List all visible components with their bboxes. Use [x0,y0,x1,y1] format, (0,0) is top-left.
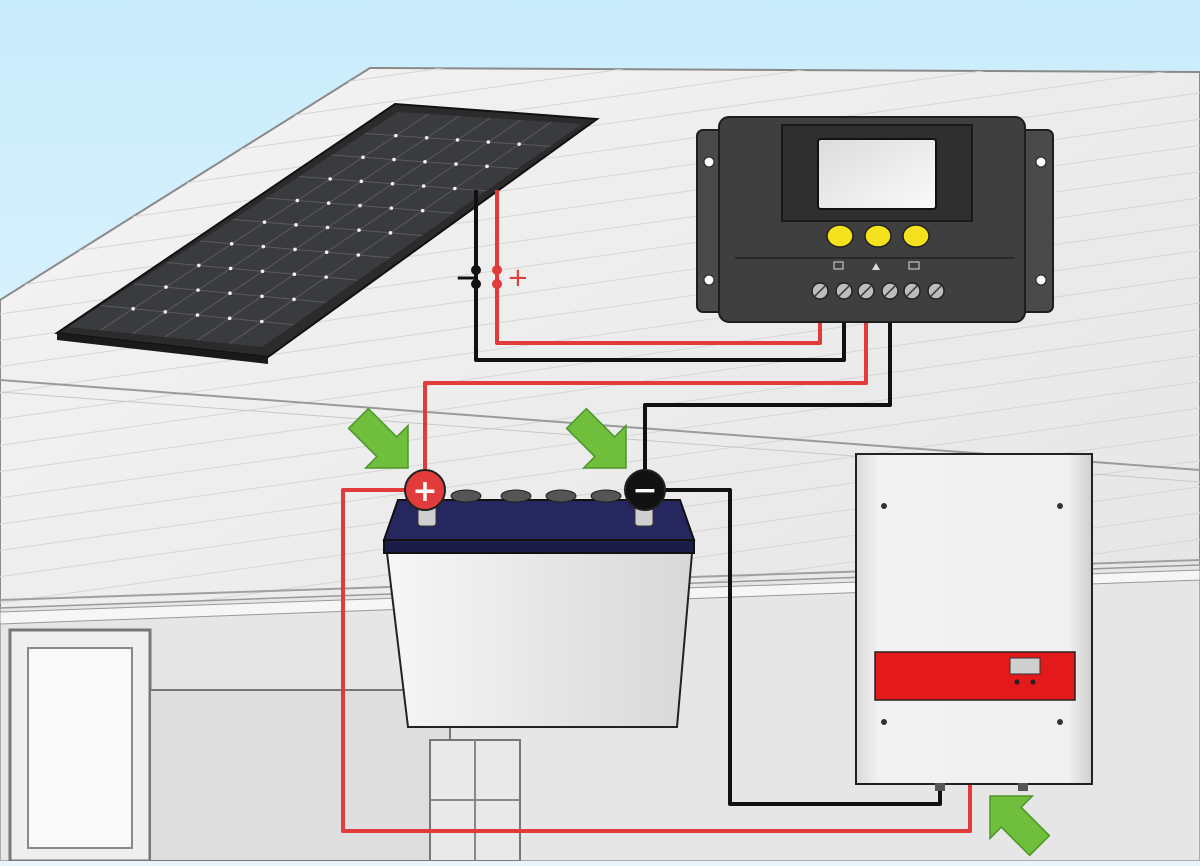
battery-positive-wire-to-controller [423,296,868,488]
charge-controller [696,116,1054,323]
battery-symbol-icon [872,263,880,270]
screw-terminal-icon[interactable] [881,282,899,300]
screw-terminal-icon[interactable] [857,282,875,300]
solar-panel [54,102,600,364]
screw-terminal-icon[interactable] [811,282,829,300]
down-right-arrow-icon [565,407,627,469]
minus-icon: − [632,473,657,508]
controller-button-left[interactable] [826,224,854,248]
battery-negative-terminal[interactable]: − [624,469,666,511]
panel-positive-label: + [507,263,529,293]
screw-terminal-icon[interactable] [903,282,921,300]
battery [382,489,696,728]
up-left-arrow-icon [989,795,1051,857]
battery-positive-terminal[interactable]: + [404,469,446,511]
controller-button-right[interactable] [902,224,930,248]
screw-terminal-icon[interactable] [835,282,853,300]
battery-negative-wire-to-controller [643,296,892,488]
panel-negative-label: − [455,263,477,293]
inverter-display [1009,657,1041,675]
controller-button-middle[interactable] [864,224,892,248]
inverter [855,453,1093,791]
battery-positive-wire-to-inverter [341,488,972,833]
screw-terminal-icon[interactable] [927,282,945,300]
panel-symbol-icon [833,261,844,270]
plus-icon: + [412,474,437,509]
load-symbol-icon [908,261,920,270]
battery-negative-wire-to-inverter [662,488,942,806]
down-right-arrow-icon [347,407,409,469]
controller-display-screen [817,138,937,210]
panel-polarity-markers: − + [455,263,529,293]
